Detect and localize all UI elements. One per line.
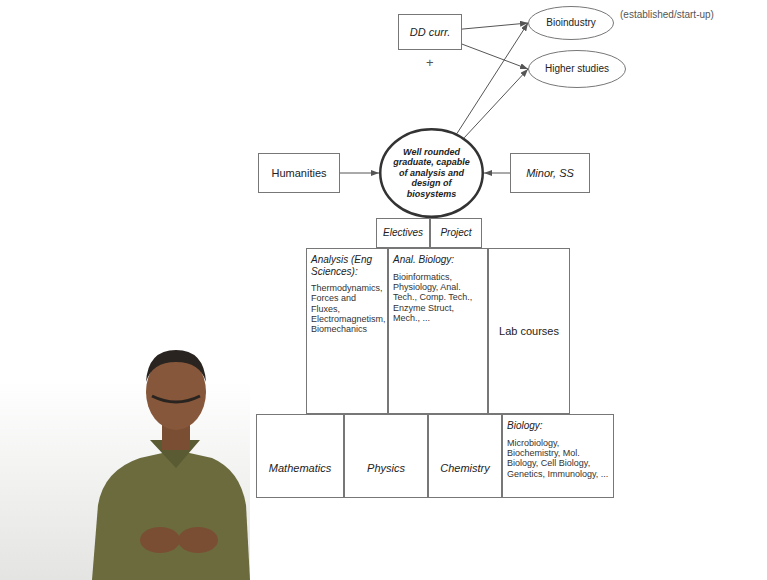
node-heading: Lab courses <box>499 325 559 338</box>
foundation-block: Biology: Microbiology, Biochemistry, Mol.… <box>502 414 614 498</box>
presenter-hand-left <box>140 527 180 553</box>
input-box: Minor, SS <box>510 153 590 193</box>
foundation-block: Mathematics <box>256 414 344 498</box>
node-heading: Biology: <box>507 420 543 432</box>
node-heading: Chemistry <box>440 462 490 475</box>
arrow-connector <box>462 23 528 29</box>
node-heading: Project <box>440 227 471 239</box>
node-body: Bioinformatics, Physiology, Anal. Tech.,… <box>393 272 483 324</box>
node-body: Thermodynamics, Forces and Fluxes, Elect… <box>311 283 386 335</box>
foundation-block: Physics <box>344 414 428 498</box>
node-heading: Well rounded graduate, capable of analys… <box>391 147 472 199</box>
arrow-connector <box>462 44 528 69</box>
ellipse-outline <box>529 51 626 88</box>
goal-circle: Well rounded graduate, capable of analys… <box>379 128 484 218</box>
outcome-ellipse: Higher studies <box>528 50 626 88</box>
node-heading: Humanities <box>271 167 326 180</box>
node-heading: Mathematics <box>269 462 331 475</box>
node-heading: Physics <box>367 462 405 475</box>
curriculum-box: DD curr. <box>398 14 462 50</box>
input-box: Humanities <box>258 153 340 193</box>
presenter-hair <box>146 350 206 382</box>
arrow-connector <box>457 23 528 134</box>
node-heading: DD curr. <box>410 26 451 39</box>
node-body: Microbiology, Biochemistry, Mol. Biology… <box>507 438 609 479</box>
node-heading: Electives <box>383 227 423 239</box>
arrow-connector <box>464 69 528 138</box>
plus-sign: + <box>426 55 434 70</box>
node-heading: Anal. Biology: <box>393 254 454 266</box>
foundation-block: Chemistry <box>428 414 502 498</box>
presenter-moustache <box>152 396 200 402</box>
node-heading: Analysis (Eng Sciences): <box>311 254 383 277</box>
presenter-hand-right <box>178 527 218 553</box>
video-ground <box>0 380 250 580</box>
ellipse-outline <box>380 129 483 217</box>
course-block: Anal. Biology: Bioinformatics, Physiology… <box>388 248 488 414</box>
arrow-connector <box>340 173 379 174</box>
course-block: Project <box>430 218 482 248</box>
outcome-ellipse: Bioindustry <box>528 6 614 40</box>
node-heading: Bioindustry <box>546 17 595 29</box>
arrow-connector <box>484 173 510 174</box>
presenter-shirt <box>92 450 250 580</box>
course-block: Lab courses <box>488 248 570 414</box>
node-heading: Minor, SS <box>526 167 574 180</box>
ellipse-outline <box>529 7 614 40</box>
course-block: Electives <box>376 218 430 248</box>
note-text: (established/start-up) <box>620 9 714 20</box>
node-heading: Higher studies <box>545 63 609 75</box>
course-block: Analysis (Eng Sciences): Thermodynamics, … <box>306 248 388 414</box>
